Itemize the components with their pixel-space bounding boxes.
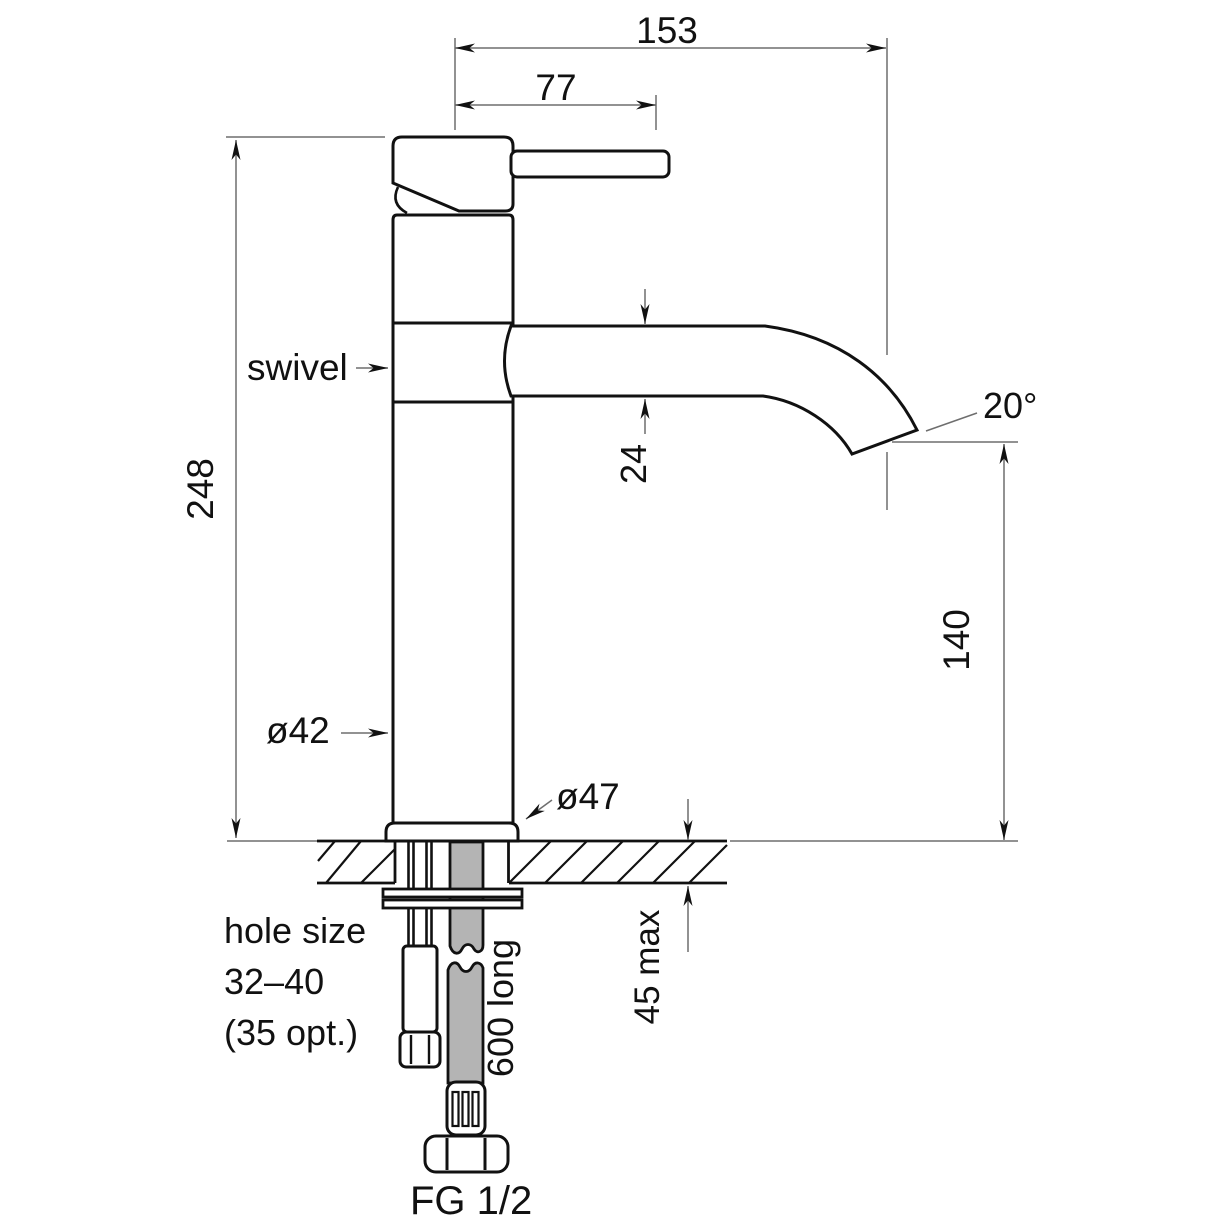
deck-hatching [317, 840, 728, 884]
dimension-lines [226, 38, 1018, 952]
leader-dia47 [525, 799, 553, 820]
label-153: 153 [636, 10, 698, 51]
stud-fitting-nut [398, 1030, 442, 1069]
label-hole-size-line1: hole size [224, 910, 366, 951]
label-77: 77 [535, 67, 576, 108]
hose-crimp-sleeve [445, 1080, 487, 1137]
base-flange [384, 821, 520, 843]
stud-fitting-body [401, 944, 439, 1034]
label-dia42: ø42 [266, 710, 330, 751]
label-fg12: FG 1/2 [410, 1179, 532, 1223]
tap-body-assembly [384, 135, 920, 843]
label-140: 140 [936, 609, 977, 671]
dimension-labels: 153 77 248 24 20° 140 swivel ø42 ø47 45 … [180, 10, 1037, 1223]
leader-20deg [925, 412, 978, 432]
flexible-hose-lower [446, 961, 485, 1085]
tap-body-column [391, 213, 515, 825]
benchtop-section [317, 839, 728, 885]
label-600-long: 600 long [480, 939, 521, 1077]
label-hole-size-line3: (35 opt.) [224, 1012, 358, 1053]
lever-handle [509, 149, 671, 179]
spout-outline [503, 324, 920, 456]
fixing-stud-tube [407, 842, 433, 946]
label-dia47: ø47 [556, 776, 620, 817]
lever-head [391, 135, 515, 213]
label-20deg: 20° [983, 385, 1037, 426]
hose-end-hex-nut [423, 1134, 510, 1174]
label-hole-size-line2: 32–40 [224, 961, 324, 1002]
under-bench-assembly [381, 840, 524, 1174]
label-248: 248 [180, 458, 221, 520]
locknut-washer-top [381, 887, 524, 899]
label-24: 24 [613, 444, 654, 484]
label-swivel: swivel [247, 347, 348, 388]
label-45max: 45 max [628, 909, 667, 1024]
lever-pivot-arc [394, 186, 408, 215]
locknut-washer-bottom [381, 898, 524, 910]
